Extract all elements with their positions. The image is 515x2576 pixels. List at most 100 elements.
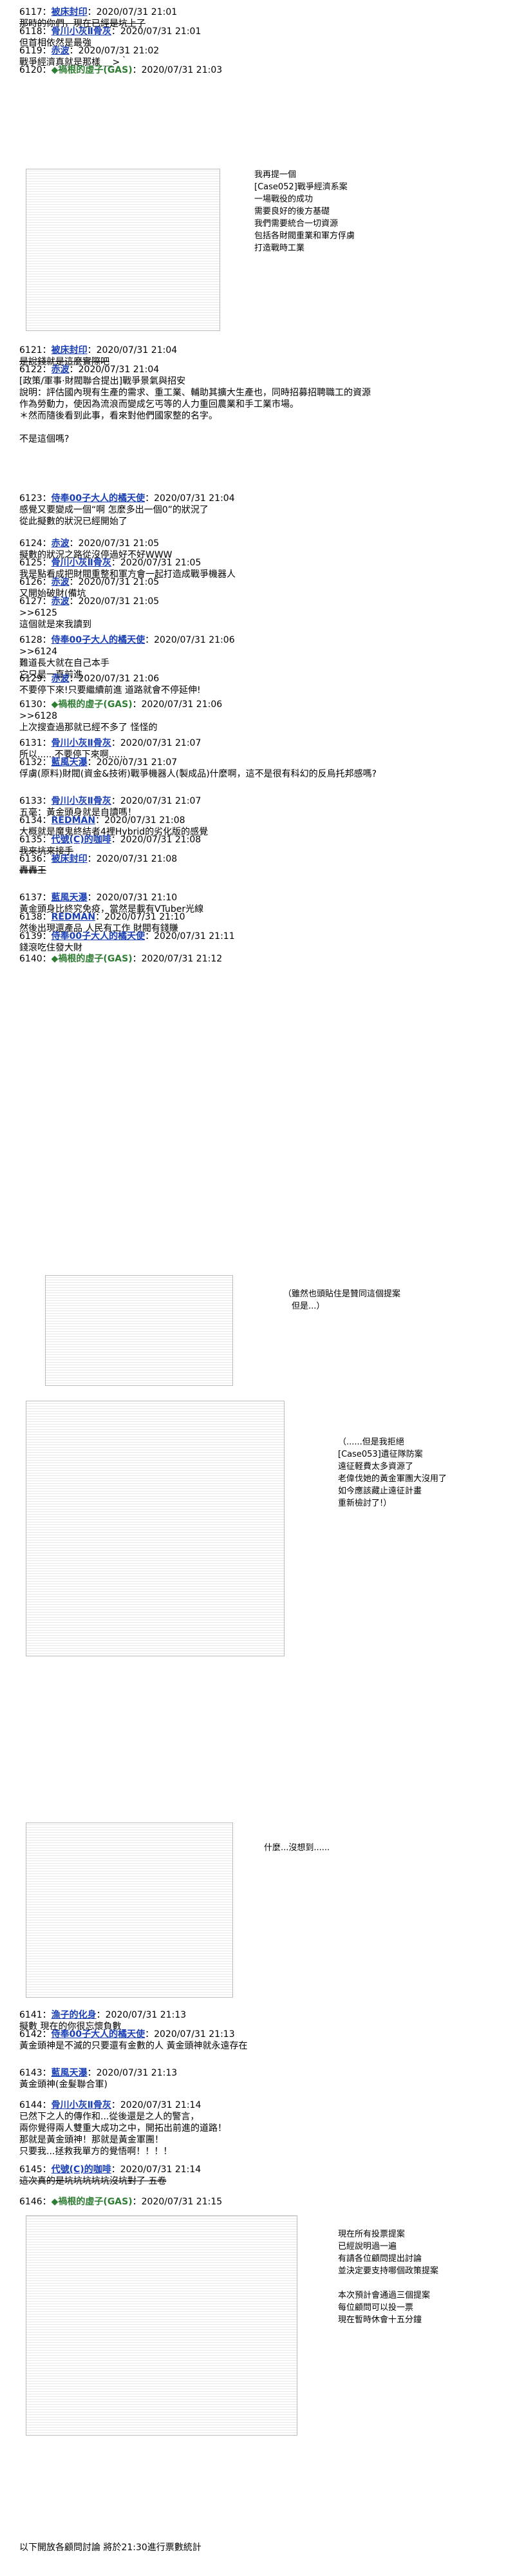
post-number[interactable]: 6128： — [19, 635, 52, 645]
post-body: 黃金頭神(金髮聯合軍) — [19, 2079, 108, 2090]
post-body: >>6125 這個就是來我讀到 — [19, 608, 91, 630]
post: 6120：禍根的虛子(GAS)：2020/07/31 21:03 — [19, 64, 496, 76]
post-number[interactable]: 6129： — [19, 674, 52, 684]
post-number[interactable]: 6141： — [19, 2010, 52, 2020]
poster-name[interactable]: REDMAN — [51, 912, 96, 922]
post: 6128：侍奉00子大人的橘天使：2020/07/31 21:06>>6124 … — [19, 634, 496, 681]
post-header: 6145：代號(C)的咖啡：2020/07/31 21:14 — [19, 2164, 496, 2175]
poster-name[interactable]: 骨川小灰Ⅱ骨灰 — [51, 738, 111, 748]
poster-name[interactable]: 赤波 — [51, 365, 70, 375]
post-number[interactable]: 6130： — [19, 699, 52, 710]
post-number[interactable]: 6134： — [19, 815, 52, 826]
post-timestamp: ：2020/07/31 21:13 — [145, 2029, 235, 2040]
post: 6144：骨川小灰Ⅱ骨灰：2020/07/31 21:14 已然下之人的傳作和..… — [19, 2099, 496, 2157]
poster-name[interactable]: 骨川小灰Ⅱ骨灰 — [51, 26, 111, 37]
post-number[interactable]: 6133： — [19, 796, 52, 806]
poster-name[interactable]: 漁子的化身 — [51, 2010, 97, 2020]
ascii-art-image — [45, 1275, 233, 1386]
post-number[interactable]: 6126： — [19, 577, 52, 587]
post-timestamp: ：2020/07/31 21:06 — [145, 635, 235, 645]
post-number[interactable]: 6142： — [19, 2029, 52, 2040]
poster-name[interactable]: 赤波 — [51, 674, 70, 684]
post-timestamp: ：2020/07/31 21:06 — [69, 674, 160, 684]
ascii-art-image — [26, 1823, 233, 1998]
post-number[interactable]: 6146： — [19, 2197, 52, 2207]
post-timestamp: ：2020/07/31 21:07 — [111, 796, 201, 806]
post-timestamp: ：2020/07/31 21:14 — [111, 2100, 201, 2110]
poster-name[interactable]: 禍根的虛子(GAS) — [52, 954, 133, 964]
post-number[interactable]: 6124： — [19, 538, 52, 549]
post-timestamp: ：2020/07/31 21:08 — [111, 835, 201, 845]
post-number[interactable]: 6144： — [19, 2100, 52, 2110]
post-header: 6137：藍風天瀑：2020/07/31 21:10 — [19, 892, 496, 904]
post-timestamp: ：2020/07/31 21:13 — [96, 2010, 187, 2020]
post-number[interactable]: 6137： — [19, 893, 52, 903]
poster-name[interactable]: 代號(C)的咖啡 — [51, 835, 111, 845]
post-header: 6141：漁子的化身：2020/07/31 21:13 — [19, 2009, 496, 2021]
post-number[interactable]: 6143： — [19, 2068, 52, 2078]
post-number[interactable]: 6138： — [19, 912, 52, 922]
post-number[interactable]: 6119： — [19, 46, 52, 56]
post-body: 然後出現還產品 人民有工作 財閥有錢賺 — [19, 923, 178, 934]
poster-name[interactable]: 被床封印 — [51, 7, 88, 17]
post-number[interactable]: 6123： — [19, 493, 52, 504]
post-header: 6146：禍根的虛子(GAS)：2020/07/31 21:15 — [19, 2196, 496, 2208]
post-timestamp: ：2020/07/31 21:03 — [132, 65, 223, 75]
post-number[interactable]: 6145： — [19, 2164, 52, 2175]
post-number[interactable]: 6132： — [19, 757, 52, 768]
post-body: 已然下之人的傳作和...從後還是之人的警言， 兩你覺得兩人雙重大成功之中，開拓出… — [19, 2112, 227, 2157]
poster-name[interactable]: 被床封印 — [51, 345, 88, 355]
poster-name[interactable]: 侍奉00子大人的橘天使 — [51, 493, 145, 504]
poster-name[interactable]: REDMAN — [51, 815, 96, 826]
post-body: 感覺又要變成一個“啊 怎麼多出一個0”的狀況了 從此擬數的狀況已經開始了 — [19, 505, 209, 527]
poster-name[interactable]: 侍奉00子大人的橘天使 — [51, 931, 145, 942]
poster-name[interactable]: 藍風天瀑 — [51, 2068, 88, 2078]
post-header: 6119：赤波：2020/07/31 21:02 — [19, 45, 496, 57]
post-header: 6143：藍風天瀑：2020/07/31 21:13 — [19, 2067, 496, 2079]
poster-name[interactable]: 赤波 — [51, 538, 70, 549]
post-number[interactable]: 6140： — [19, 954, 52, 964]
post-header: 6136：被床封印：2020/07/31 21:08 — [19, 853, 496, 865]
post-body: 戰爭經濟真就是那樣 ＿>｀ — [19, 57, 129, 68]
post-header: 6132：藍風天瀑：2020/07/31 21:07 — [19, 757, 496, 768]
poster-name[interactable]: 骨川小灰Ⅱ骨灰 — [51, 796, 111, 806]
poster-name[interactable]: 骨川小灰Ⅱ骨灰 — [51, 558, 111, 568]
post-header: 6121：被床封印：2020/07/31 21:04 — [19, 345, 496, 356]
post-number[interactable]: 6139： — [19, 931, 52, 942]
post-number[interactable]: 6120： — [19, 65, 52, 75]
poster-name[interactable]: 骨川小灰Ⅱ骨灰 — [51, 2100, 111, 2110]
poster-name[interactable]: 藍風天瀑 — [51, 893, 88, 903]
post-number[interactable]: 6135： — [19, 835, 52, 845]
poster-name[interactable]: 禍根的虛子(GAS) — [52, 65, 133, 75]
poster-name[interactable]: 禍根的虛子(GAS) — [52, 2197, 133, 2207]
poster-name[interactable]: 代號(C)的咖啡 — [51, 2164, 111, 2175]
post-number[interactable]: 6136： — [19, 854, 52, 864]
post-body: 俘虜(原料)財閥(資金&技術)戰爭機器人(製成品)什麼啊，這不是很有科幻的反烏托… — [19, 769, 377, 779]
post-number[interactable]: 6118： — [19, 26, 52, 37]
post-number[interactable]: 6122： — [19, 365, 52, 375]
post-number[interactable]: 6131： — [19, 738, 52, 748]
poster-name[interactable]: 赤波 — [51, 46, 70, 56]
post-number[interactable]: 6117： — [19, 7, 52, 17]
post-timestamp: ：2020/07/31 21:10 — [87, 893, 178, 903]
poster-name[interactable]: 藍風天瀑 — [51, 757, 88, 768]
poster-name[interactable]: 侍奉00子大人的橘天使 — [51, 635, 145, 645]
poster-name[interactable]: 被床封印 — [51, 854, 88, 864]
poster-name[interactable]: 赤波 — [51, 596, 70, 607]
aa-caption: 什麼...沒想到...... — [264, 1843, 330, 1853]
poster-name[interactable]: 赤波 — [51, 577, 70, 587]
poster-name[interactable]: 禍根的虛子(GAS) — [52, 699, 133, 710]
post-header: 6126：赤波：2020/07/31 21:05 — [19, 576, 496, 588]
post-number[interactable]: 6125： — [19, 558, 52, 568]
poster-name[interactable]: 侍奉00子大人的橘天使 — [51, 2029, 145, 2040]
aa-caption: 我再提一個 [Case052]戰爭經濟系案 一場戰役的成功 需要良好的後方基礎 … — [254, 170, 355, 253]
post-number[interactable]: 6121： — [19, 345, 52, 355]
post-number[interactable]: 6127： — [19, 596, 52, 607]
